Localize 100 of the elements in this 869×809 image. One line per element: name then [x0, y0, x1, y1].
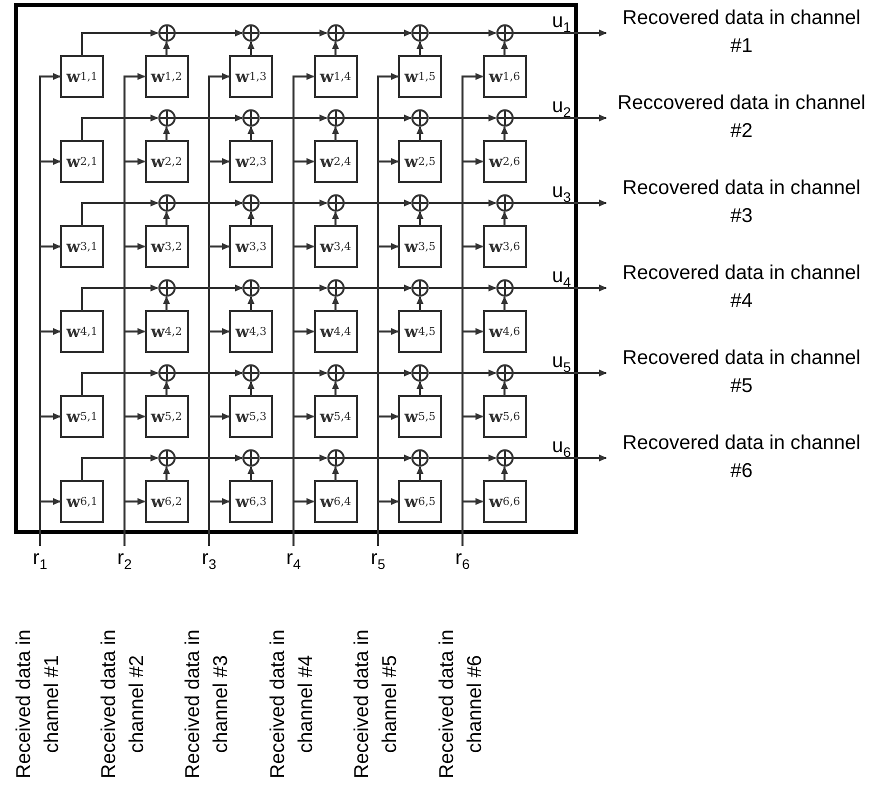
adder-symbol [242, 109, 260, 127]
arrow [332, 381, 339, 395]
arrow [260, 114, 328, 122]
arrow [344, 454, 412, 462]
adder-symbol [326, 279, 344, 297]
arrow [260, 200, 328, 206]
output-label: u$_{3}$ [552, 179, 571, 209]
adder-symbol [411, 24, 429, 42]
arrow [429, 370, 496, 376]
arrow [429, 30, 496, 36]
arrow [429, 200, 496, 206]
input-caption: Received data in channel #6 [434, 628, 486, 780]
arrow [81, 370, 158, 395]
input-caption: Received data in channel #5 [350, 628, 402, 780]
input-caption: Received data in channel #4 [266, 628, 318, 780]
adder-symbol [496, 279, 514, 297]
output-label: u$_{4}$ [552, 264, 571, 294]
arrow [514, 114, 607, 122]
arrow [176, 30, 243, 36]
arrow [501, 126, 508, 140]
input-caption: Received data in channel #2 [96, 628, 148, 780]
adder-symbol [496, 24, 514, 42]
output-label: u$_{1}$ [552, 9, 571, 39]
arrow [514, 284, 607, 292]
arrow [163, 211, 170, 225]
adder-symbol [496, 109, 514, 127]
adder-symbol [411, 279, 429, 297]
arrow [81, 454, 158, 480]
adder-symbol [496, 449, 514, 467]
arrow [260, 454, 328, 462]
arrow [163, 126, 170, 140]
arrow [514, 200, 607, 206]
adder-symbol [158, 24, 176, 42]
adder-symbol [411, 109, 429, 127]
arrow [163, 381, 170, 395]
arrow [81, 114, 158, 140]
adder-symbol [326, 109, 344, 127]
arrow [344, 114, 412, 122]
arrow [344, 30, 412, 36]
adder-symbol [158, 279, 176, 297]
adder-symbol [411, 364, 429, 382]
arrow [81, 30, 158, 55]
arrow [176, 114, 243, 122]
adder-symbol [326, 449, 344, 467]
arrow [260, 370, 328, 376]
input-label: r$_{3}$ [195, 546, 223, 576]
arrow [163, 41, 170, 55]
arrow [416, 126, 424, 140]
adder-symbol [242, 279, 260, 297]
arrow [501, 211, 508, 225]
arrow [248, 296, 254, 310]
arrow [514, 454, 607, 462]
arrow [248, 41, 254, 55]
adder-symbol [242, 364, 260, 382]
arrow [501, 381, 508, 395]
arrow [163, 296, 170, 310]
arrow [416, 466, 424, 480]
arrow [260, 30, 328, 36]
arrow [416, 41, 424, 55]
arrow [248, 466, 254, 480]
arrow [81, 200, 158, 225]
output-caption: Reccovered data in channel #2 [616, 91, 866, 144]
arrow [163, 466, 170, 480]
output-caption: Recovered data in channel #3 [622, 176, 862, 229]
output-label: u$_{6}$ [552, 434, 571, 464]
arrow [429, 284, 496, 292]
arrow [429, 114, 496, 122]
adder-symbol [158, 109, 176, 127]
adder-symbol [242, 194, 260, 212]
arrow [501, 296, 508, 310]
output-label: u$_{2}$ [552, 94, 571, 124]
arrow [176, 284, 243, 292]
output-label: u$_{5}$ [552, 349, 571, 379]
adder-symbol [411, 194, 429, 212]
arrow [416, 381, 424, 395]
arrow [344, 370, 412, 376]
arrow [248, 211, 254, 225]
adder-symbol [158, 364, 176, 382]
output-caption: Recovered data in channel #5 [622, 346, 862, 399]
arrow [81, 284, 158, 310]
arrow [332, 211, 339, 225]
adder-symbol [242, 24, 260, 42]
output-caption: Recovered data in channel #4 [622, 261, 862, 314]
arrow [344, 284, 412, 292]
adder-symbol [158, 449, 176, 467]
adder-symbol [496, 194, 514, 212]
arrow [501, 41, 508, 55]
arrow [332, 126, 339, 140]
arrow [248, 381, 254, 395]
input-label: r$_{1}$ [26, 546, 54, 576]
arrow [344, 200, 412, 206]
input-label: r$_{2}$ [110, 546, 138, 576]
output-caption: Recovered data in channel #6 [622, 431, 862, 484]
input-label: r$_{5}$ [364, 546, 392, 576]
arrow [514, 30, 607, 36]
arrow [332, 296, 339, 310]
adder-symbol [242, 449, 260, 467]
adder-symbol [158, 194, 176, 212]
adder-symbol [411, 449, 429, 467]
arrow [332, 41, 339, 55]
